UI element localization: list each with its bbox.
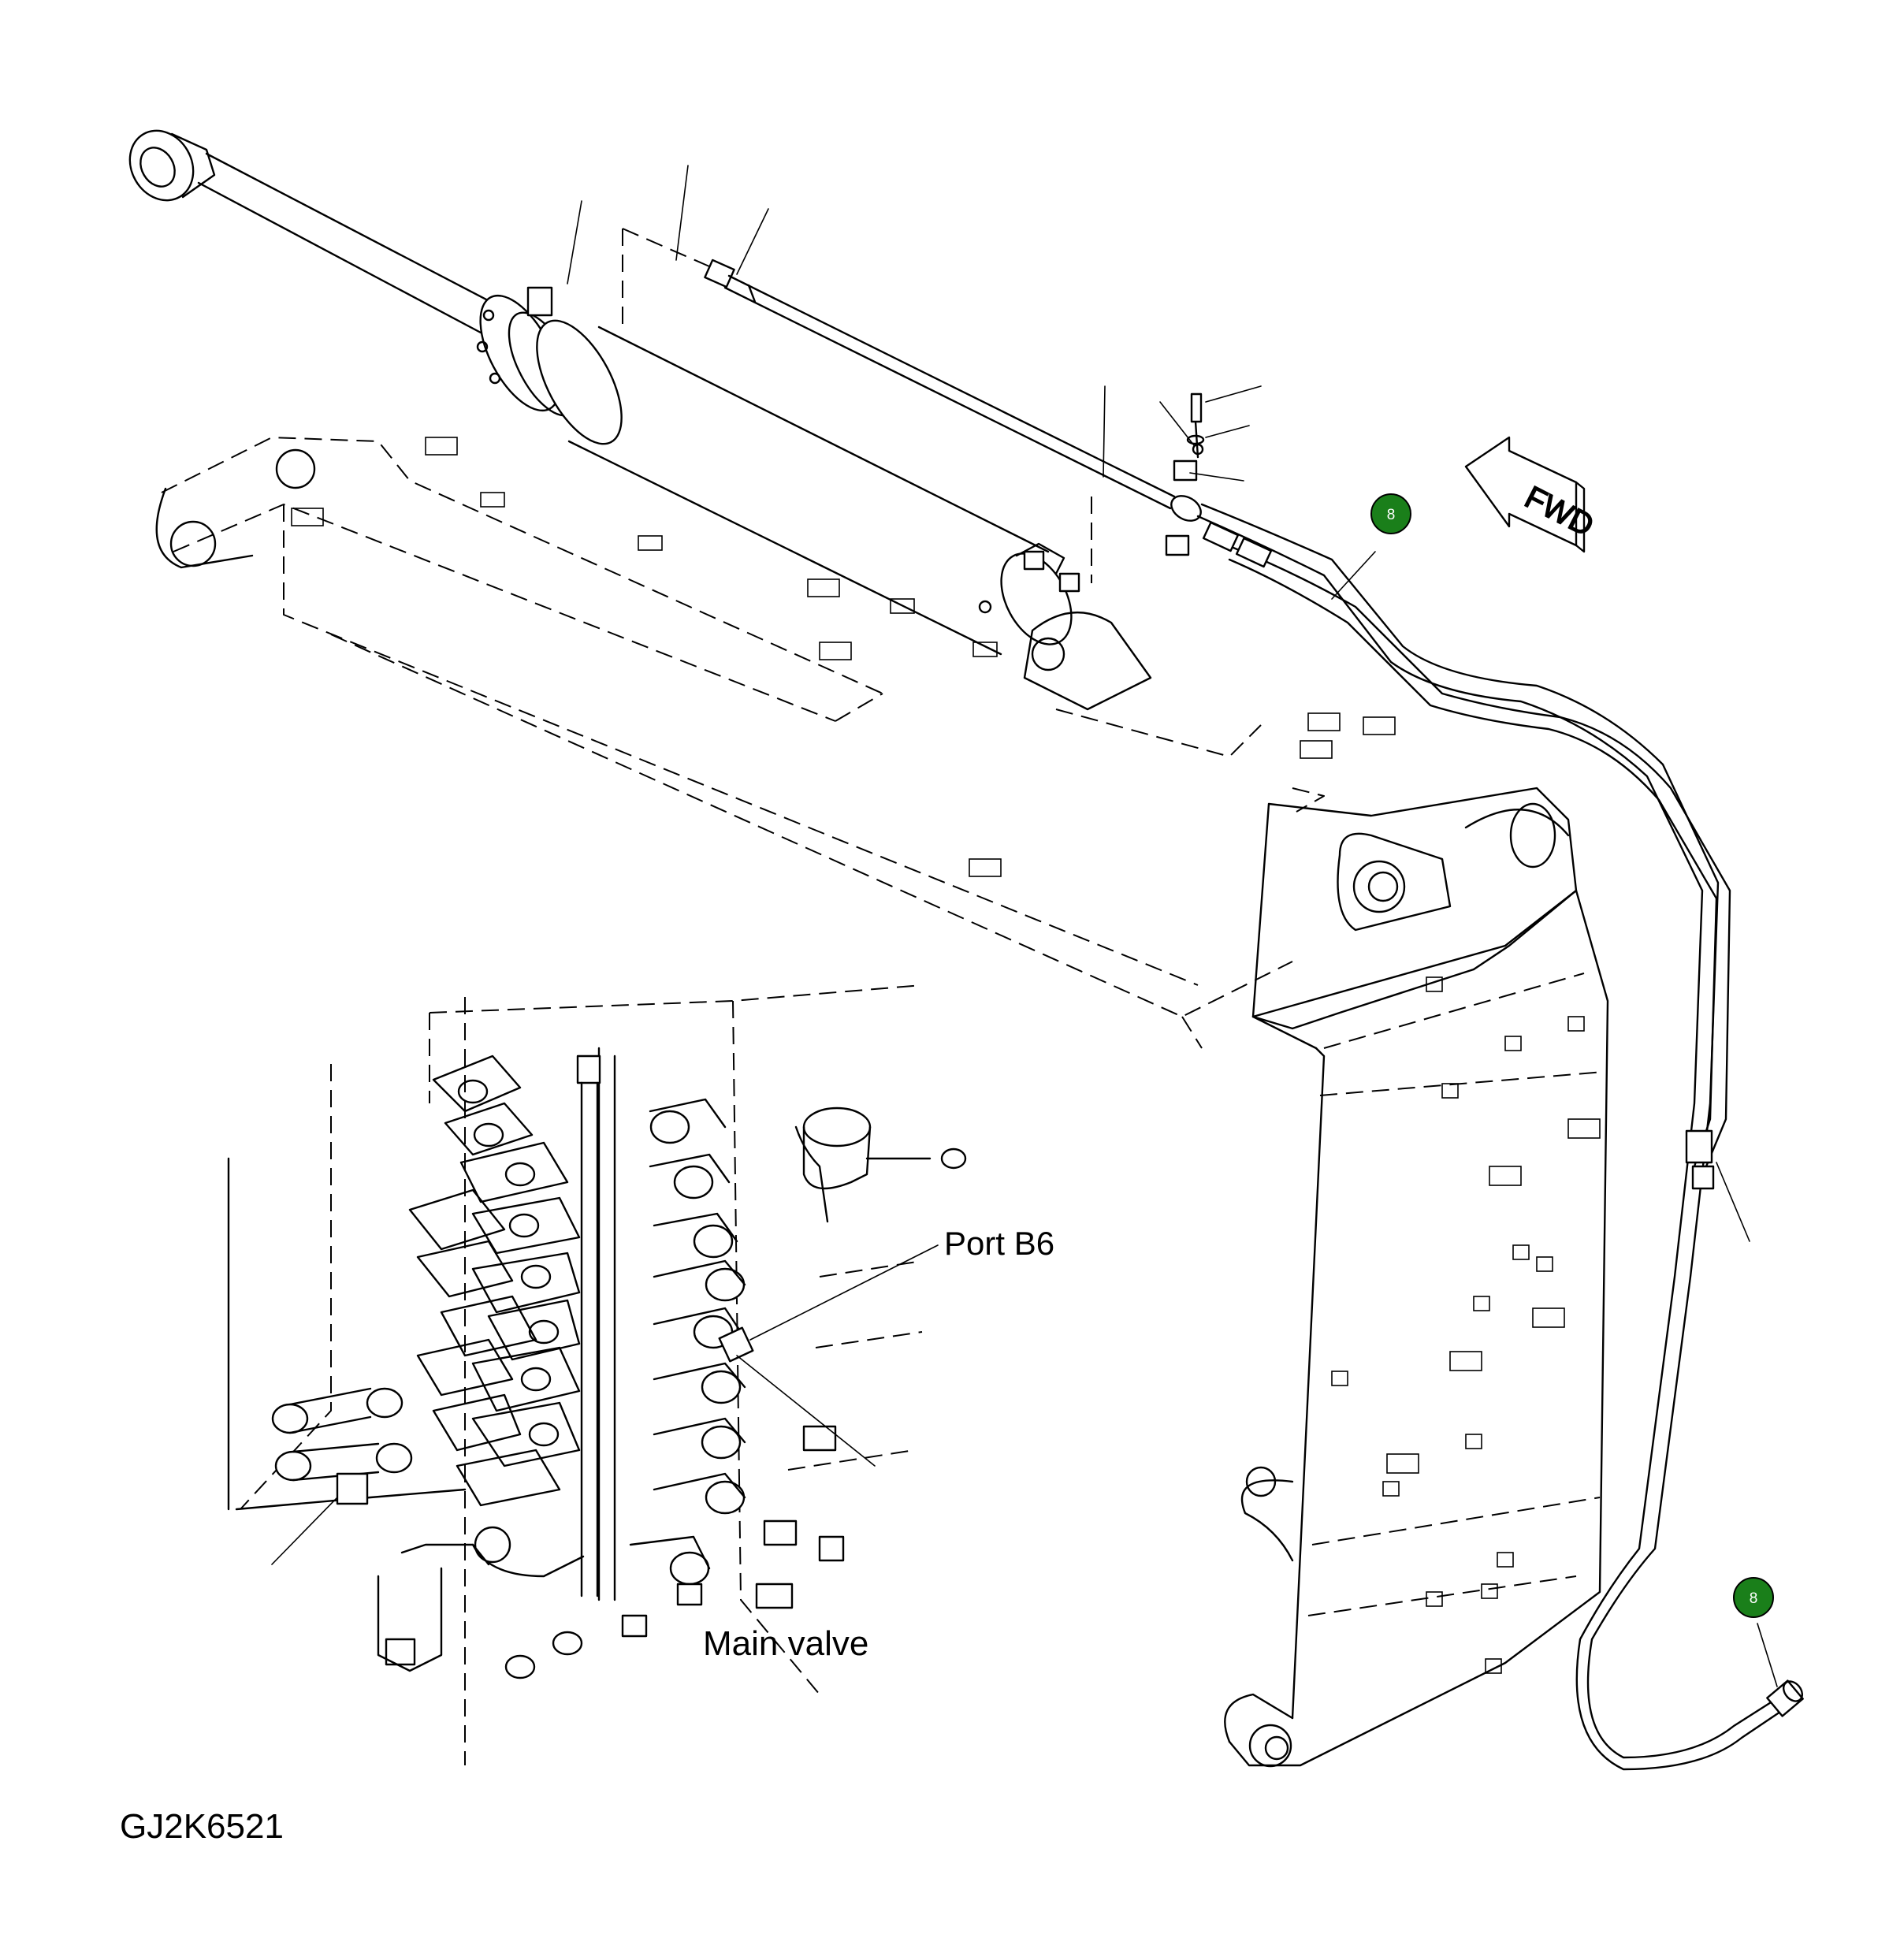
callout-8-bottom: 8 bbox=[1733, 1577, 1774, 1618]
main-valve-label: Main valve bbox=[703, 1624, 868, 1663]
port-b6-fitting bbox=[718, 1244, 939, 1467]
main-valve-assembly bbox=[227, 984, 967, 1765]
forward-arrow-icon: FWD bbox=[1464, 436, 1600, 553]
hydraulic-lines bbox=[704, 259, 1804, 1771]
callout-marker-icon bbox=[1733, 1577, 1774, 1618]
drawing-id: GJ2K6521 bbox=[120, 1807, 284, 1846]
right-spool-stack bbox=[385, 1098, 967, 1679]
callout-8-top: 8 bbox=[1370, 493, 1411, 534]
callout-number: 8 bbox=[1750, 1590, 1758, 1607]
arm-structure bbox=[1224, 787, 1609, 1768]
callout-number: 8 bbox=[1387, 507, 1396, 523]
boom-cylinder bbox=[128, 129, 1080, 656]
frame-pipes bbox=[271, 1387, 585, 1672]
callout-marker-icon bbox=[1370, 493, 1411, 534]
parts-leaders bbox=[622, 165, 1262, 583]
left-spool-stack bbox=[408, 1054, 581, 1507]
port-b6-label: Port B6 bbox=[944, 1225, 1054, 1262]
